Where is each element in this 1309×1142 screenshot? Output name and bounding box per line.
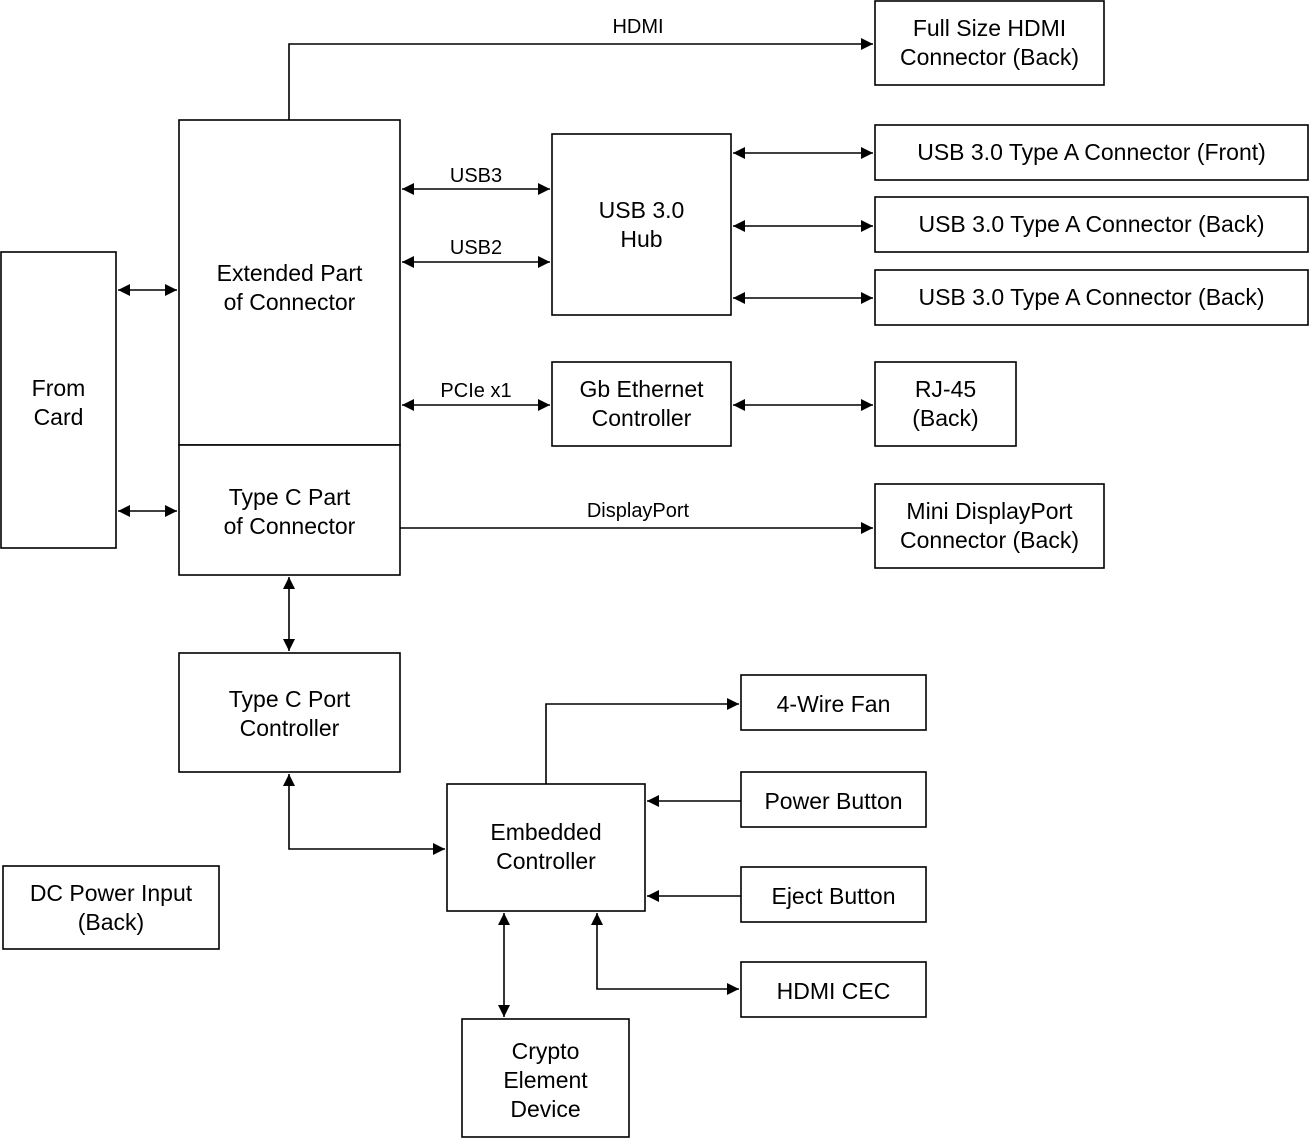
rj45-label-2: (Back) — [912, 405, 978, 431]
crypto-label-1: Crypto — [512, 1038, 580, 1064]
power-button-box: Power Button — [740, 771, 927, 828]
from-card-box: From Card — [0, 251, 117, 549]
mini-dp-label-1: Mini DisplayPort — [906, 498, 1073, 524]
power-button-label: Power Button — [764, 788, 902, 814]
type-c-controller-label-1: Type C Port — [229, 686, 351, 712]
fan-label: 4-Wire Fan — [777, 691, 891, 717]
hdmi-cec-box: HDMI CEC — [740, 961, 927, 1018]
extended-part-label-2: of Connector — [224, 289, 356, 315]
hdmi-edge-label: HDMI — [612, 16, 663, 38]
type-c-part-label-2: of Connector — [224, 513, 356, 539]
gb-ethernet-label-2: Controller — [592, 405, 692, 431]
eject-button-label: Eject Button — [771, 883, 895, 909]
hdmi-connector-label-1: Full Size HDMI — [913, 15, 1066, 41]
mini-dp-box: Mini DisplayPort Connector (Back) — [874, 483, 1105, 569]
type-c-controller-label-2: Controller — [240, 715, 340, 741]
gb-ethernet-label-1: Gb Ethernet — [579, 376, 704, 402]
dc-power-label-1: DC Power Input — [30, 880, 193, 906]
dc-power-box: DC Power Input (Back) — [2, 865, 220, 950]
embedded-controller-label-2: Controller — [496, 848, 596, 874]
usb-back-1-box: USB 3.0 Type A Connector (Back) — [874, 196, 1309, 253]
mini-dp-label-2: Connector (Back) — [900, 527, 1079, 553]
embedded-controller-label-1: Embedded — [490, 819, 601, 845]
type-c-controller-box: Type C Port Controller — [178, 652, 401, 773]
usb-hub-box: USB 3.0 Hub — [551, 133, 732, 316]
type-c-part-box: Type C Part of Connector — [178, 444, 401, 576]
usb3-edge-label: USB3 — [450, 165, 502, 187]
usb-front-box: USB 3.0 Type A Connector (Front) — [874, 124, 1309, 181]
from-card-label-1: From — [32, 375, 86, 401]
rj45-box: RJ-45 (Back) — [874, 361, 1017, 447]
crypto-label-3: Device — [510, 1096, 580, 1122]
crypto-label-2: Element — [503, 1067, 588, 1093]
gb-ethernet-box: Gb Ethernet Controller — [551, 361, 732, 447]
usb-back-2-label: USB 3.0 Type A Connector (Back) — [918, 284, 1264, 310]
extended-part-box: Extended Part of Connector — [178, 119, 401, 446]
ec-hdmi-cec-connection — [591, 913, 739, 995]
usb-hub-label-2: Hub — [620, 226, 662, 252]
hdmi-connector-box: Full Size HDMI Connector (Back) — [874, 0, 1105, 86]
fan-box: 4-Wire Fan — [740, 674, 927, 731]
crypto-box: Crypto Element Device — [461, 1018, 630, 1138]
usb-hub-label-1: USB 3.0 — [599, 197, 685, 223]
usb-front-label: USB 3.0 Type A Connector (Front) — [917, 139, 1266, 165]
extended-part-label-1: Extended Part — [217, 260, 363, 286]
dc-power-label-2: (Back) — [78, 909, 144, 935]
type-c-controller-ec-connection — [283, 774, 445, 855]
hdmi-connector-label-2: Connector (Back) — [900, 44, 1079, 70]
eject-button-box: Eject Button — [740, 866, 927, 923]
type-c-part-label-1: Type C Part — [229, 484, 351, 510]
displayport-edge-label: DisplayPort — [587, 500, 690, 522]
embedded-controller-box: Embedded Controller — [446, 783, 646, 912]
hdmi-connection — [288, 38, 873, 120]
rj45-label-1: RJ-45 — [915, 376, 976, 402]
hdmi-cec-label: HDMI CEC — [777, 978, 891, 1004]
pcie-edge-label: PCIe x1 — [440, 380, 511, 402]
usb-back-1-label: USB 3.0 Type A Connector (Back) — [918, 211, 1264, 237]
usb2-edge-label: USB2 — [450, 237, 502, 259]
ec-fan-connection — [545, 698, 739, 784]
usb-back-2-box: USB 3.0 Type A Connector (Back) — [874, 269, 1309, 326]
from-card-label-2: Card — [34, 404, 84, 430]
